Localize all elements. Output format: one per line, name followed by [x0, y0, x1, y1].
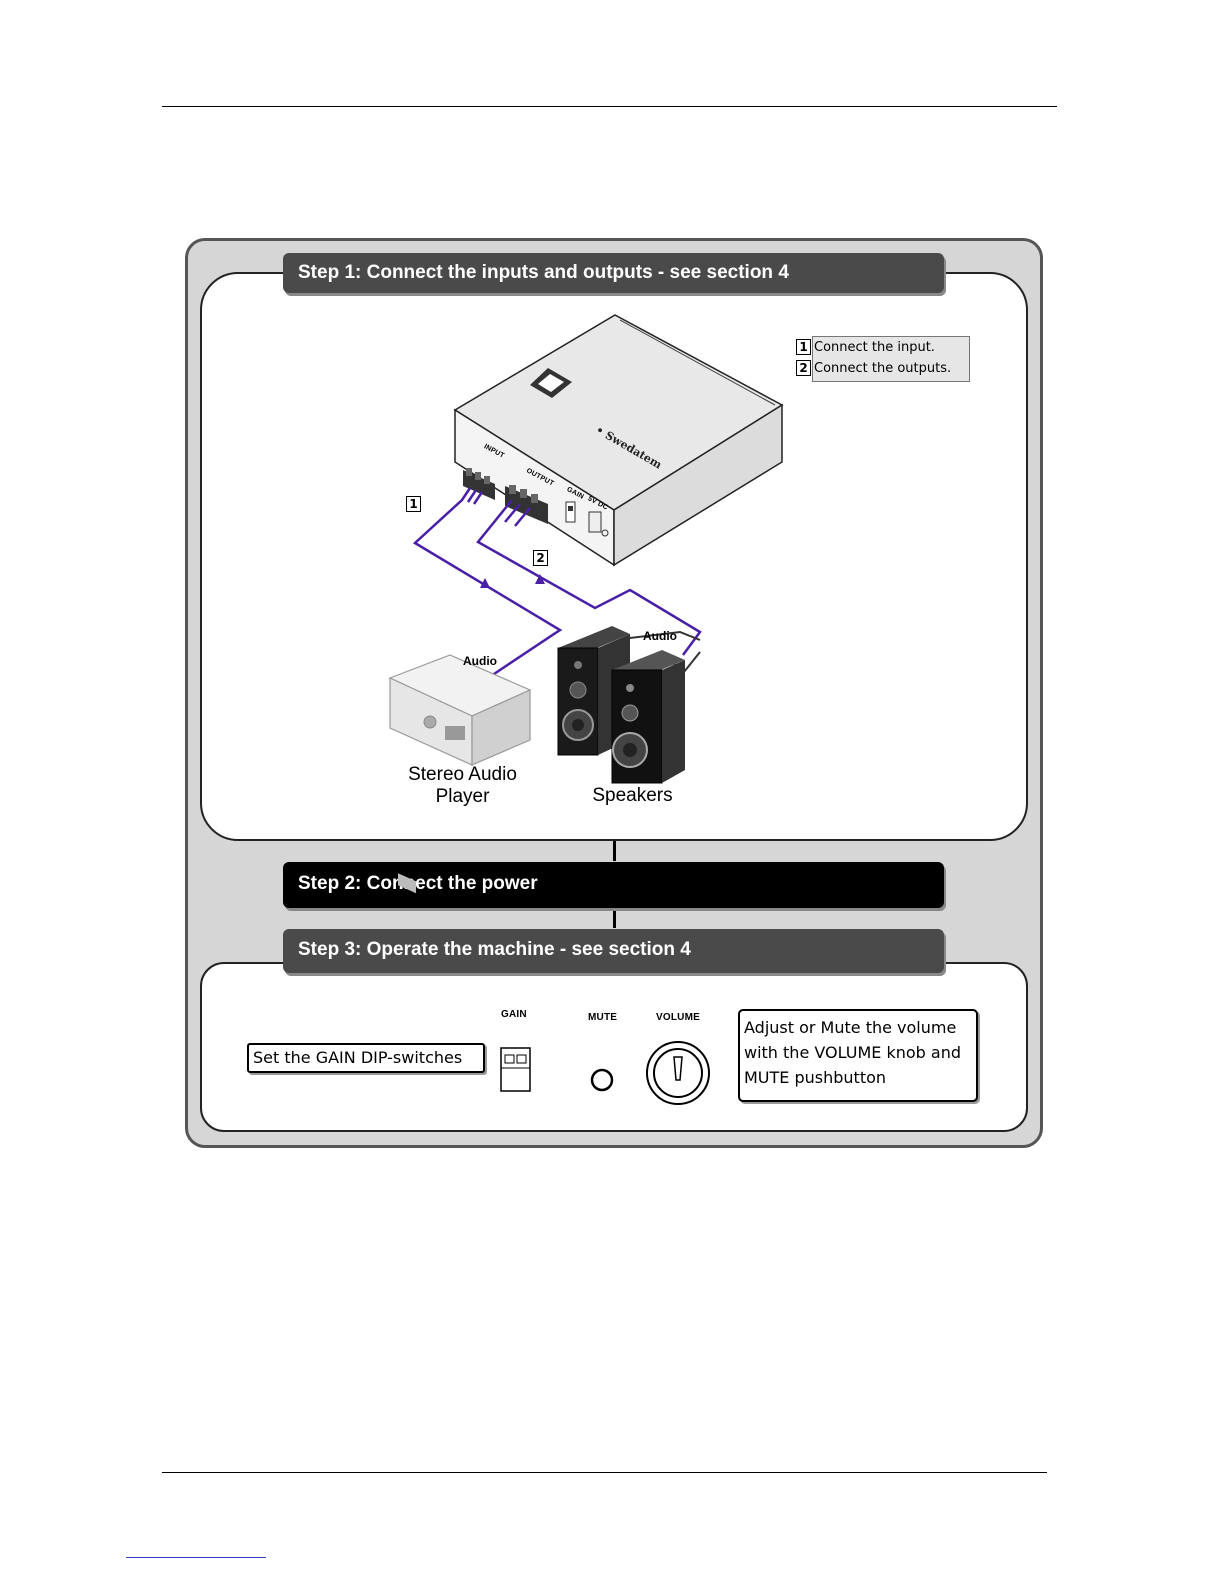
legend-item-outputs: Connect the outputs. — [814, 361, 952, 376]
output-terminal-block — [505, 485, 548, 524]
marker-1: 1 — [406, 493, 424, 512]
step2-heading: Step 2: Connect the power — [283, 862, 944, 908]
marker-2: 2 — [533, 547, 551, 566]
power-socket — [588, 511, 609, 537]
footer-link-underline — [126, 1557, 266, 1558]
gain-dip-switch-small — [565, 501, 576, 523]
volume-callout: Adjust or Mute the volume with the VOLUM… — [738, 1009, 978, 1102]
marker-1-box: 1 — [406, 496, 421, 512]
legend-item-input: Connect the input. — [814, 340, 935, 355]
stereo-audio-player-icon — [388, 654, 532, 894]
volume-knob-icon — [646, 1041, 710, 1105]
marker-2-box: 2 — [533, 550, 548, 566]
legend-number-1: 1 — [796, 339, 811, 355]
step-connector — [613, 908, 616, 928]
header-rule — [162, 106, 1057, 107]
mute-label: MUTE — [588, 1012, 618, 1023]
speakers-caption: Speakers — [592, 785, 673, 806]
connection-legend — [812, 336, 970, 382]
audio-label-speakers: Audio — [643, 629, 677, 643]
step1-heading: Step 1: Connect the inputs and outputs -… — [283, 253, 944, 293]
audio-label-player: Audio — [463, 654, 497, 668]
input-terminal-block — [463, 468, 495, 500]
gain-label: GAIN — [501, 1009, 527, 1020]
audio-cables — [412, 487, 702, 682]
step3-heading: Step 3: Operate the machine - see sectio… — [283, 929, 944, 973]
legend-number-2: 2 — [796, 360, 811, 376]
gain-dip-switch-icon — [500, 1047, 531, 1092]
speakers-icon — [557, 626, 685, 784]
volume-label: VOLUME — [656, 1012, 700, 1023]
player-caption: Stereo Audio Player — [408, 764, 517, 807]
gain-callout: Set the GAIN DIP-switches — [247, 1043, 485, 1073]
step-connector — [613, 841, 616, 861]
audio-amplifier-device: • Swedatem — [453, 314, 784, 567]
mute-button-icon — [590, 1068, 614, 1092]
footer-rule — [162, 1472, 1047, 1473]
